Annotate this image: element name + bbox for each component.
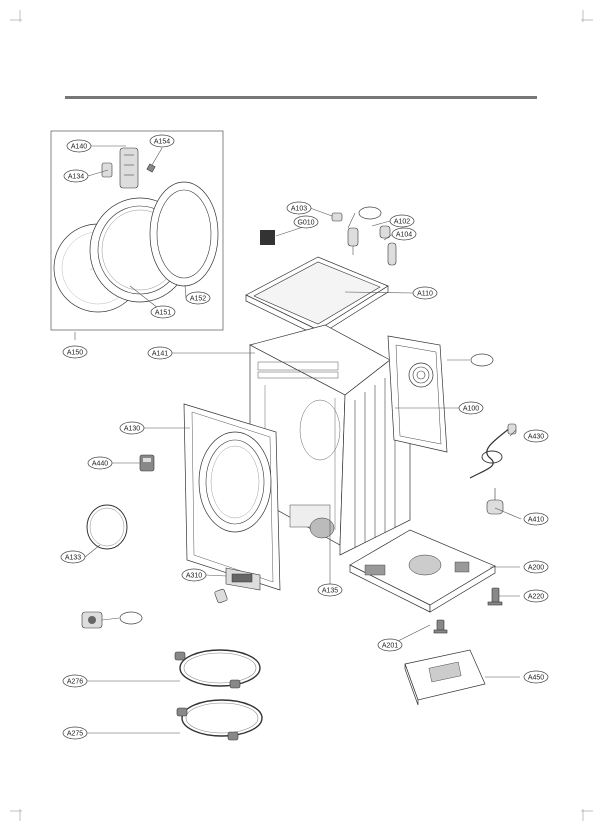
callout-text: A152 (190, 296, 206, 303)
base-frame (349, 529, 496, 613)
empty-callouts (119, 206, 494, 625)
header-rule (65, 96, 537, 99)
gasket (86, 504, 128, 550)
door-lock (139, 454, 155, 472)
callout-text: A110 (417, 291, 433, 298)
front-panel (183, 403, 281, 591)
callout-text: A141 (152, 351, 168, 358)
callout-a103: A103 (286, 201, 312, 215)
callout-a135: A135 (317, 583, 343, 597)
callout-a450: A450 (523, 670, 549, 684)
inlet-hose (176, 699, 263, 741)
callout-text: A275 (67, 731, 83, 738)
callout-a110: A110 (412, 286, 438, 300)
detergent-drawer (225, 567, 261, 591)
callout-text: A104 (396, 232, 412, 239)
callout-text: A440 (92, 461, 108, 468)
callout-a275: A275 (62, 726, 88, 740)
callout-a220: A220 (523, 589, 549, 603)
power-cord (469, 423, 517, 479)
callout-g010: G010 (293, 215, 319, 229)
callout-text: A201 (382, 643, 398, 650)
callout-text: A410 (528, 517, 544, 524)
drain-pump-filter (214, 588, 228, 604)
callout-a104: A104 (391, 227, 417, 241)
callout-text: A130 (124, 426, 140, 433)
callout-a152: A152 (185, 291, 211, 305)
inlet-valve-hose (347, 227, 359, 255)
g010-block (260, 230, 275, 245)
callout-a100: A100 (458, 401, 484, 415)
callout-text: A276 (67, 679, 83, 686)
door-assembly-box (50, 130, 224, 331)
door-catch (146, 163, 156, 173)
callout-a140: A140 (66, 139, 92, 153)
callout-a102: A102 (389, 214, 415, 228)
cabinet (249, 324, 411, 556)
callout-a150: A150 (62, 345, 88, 359)
callout-a134: A134 (63, 169, 89, 183)
callout-text: A133 (65, 555, 81, 562)
leveling-leg-2 (433, 619, 448, 634)
door-outer-frame (149, 181, 219, 287)
callout-a201: A201 (377, 638, 403, 652)
leader-lines (74, 145, 522, 734)
callout-a430: A430 (523, 429, 549, 443)
callout-a200: A200 (523, 560, 549, 574)
door-hinge (119, 147, 139, 189)
callout-a130: A130 (119, 421, 145, 435)
callout-a154: A154 (149, 134, 175, 148)
callout-a141: A141 (147, 346, 173, 360)
callout-a440: A440 (87, 456, 113, 470)
pcb-assembly (404, 649, 486, 706)
callout-a310: A310 (181, 568, 207, 582)
callout-text: A200 (528, 565, 544, 572)
callout-text: A430 (528, 434, 544, 441)
callout-a276: A276 (62, 674, 88, 688)
callout-a133: A133 (60, 550, 86, 564)
inlet-valve-2 (379, 225, 397, 266)
callout-text: A140 (71, 144, 87, 151)
pressure-sensor (486, 488, 504, 515)
callout-text: A103 (291, 206, 307, 213)
callout-text: A310 (186, 573, 202, 580)
callout-text: A450 (528, 675, 544, 682)
crop-marks (10, 10, 593, 821)
drain-hose (174, 649, 261, 689)
rear-cover (387, 335, 448, 453)
callout-a410: A410 (523, 512, 549, 526)
callout-text: A100 (463, 406, 479, 413)
callout-text: A135 (322, 588, 338, 595)
callout-text: G010 (297, 220, 314, 227)
callout-text: A154 (154, 139, 170, 146)
water-valve (331, 212, 343, 222)
callout-a151: A151 (150, 305, 176, 319)
callout-text: A151 (155, 310, 171, 317)
leveling-leg (487, 587, 503, 606)
top-plate (245, 256, 389, 337)
callout-text: A134 (68, 174, 84, 181)
callout-text: A150 (67, 350, 83, 357)
damper-part (81, 611, 103, 629)
callout-text: A220 (528, 594, 544, 601)
callout-text: A102 (394, 219, 410, 226)
